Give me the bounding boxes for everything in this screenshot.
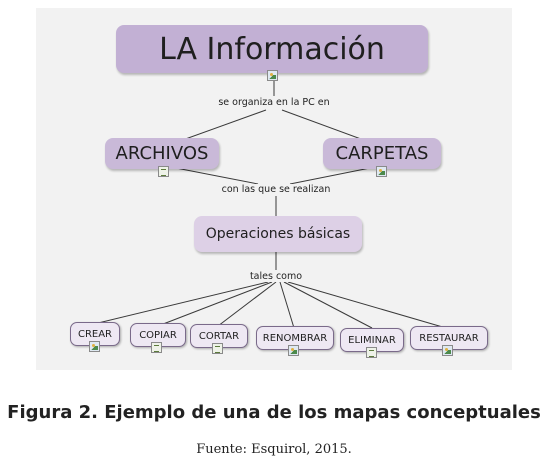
concept-eliminar-label: ELIMINAR [348,334,396,346]
document-icon [366,347,377,358]
concept-cortar-label: CORTAR [198,330,240,342]
connector-crear [93,281,269,325]
image-icon [89,341,100,352]
image-icon [267,70,278,81]
concept-copiar-label: COPIAR [139,329,177,341]
connector-renombrar [279,281,295,329]
concept-map: LA Información se organiza en la PC en A… [36,8,512,370]
concept-archivos-label: ARCHIVOS [115,143,209,164]
concept-root-label: LA Información [159,31,385,67]
connector-restaurar [287,281,447,329]
link-label-tales-como: tales como [247,271,305,282]
image-icon [442,345,453,356]
connector-cortar [217,281,277,327]
concept-operaciones: Operaciones básicas [194,216,362,252]
figure-source: Fuente: Esquirol, 2015. [196,442,352,457]
concept-operaciones-label: Operaciones básicas [205,226,351,242]
document-icon [212,343,223,354]
link-label-organiza: se organiza en la PC en [216,97,332,108]
link-label-realizan: con las que se realizan [219,184,333,195]
document-icon [151,342,162,353]
connector-carpetas-link2 [289,167,371,185]
concept-root: LA Información [116,25,428,73]
concept-restaurar-label: RESTAURAR [419,332,479,344]
connector-archivos-link2 [175,167,259,185]
connector-eliminar [283,281,373,329]
figure-caption: Figura 2. Ejemplo de una de los mapas co… [7,402,541,423]
concept-carpetas: CARPETAS [323,138,441,169]
connector-copiar [157,281,273,327]
concept-archivos: ARCHIVOS [105,138,219,169]
concept-renombrar-label: RENOMBRAR [262,332,328,344]
concept-carpetas-label: CARPETAS [335,143,429,164]
connector-lines [93,80,447,329]
image-icon [376,166,387,177]
image-icon [288,345,299,356]
concept-crear-label: CREAR [77,328,113,340]
document-icon [158,166,169,177]
